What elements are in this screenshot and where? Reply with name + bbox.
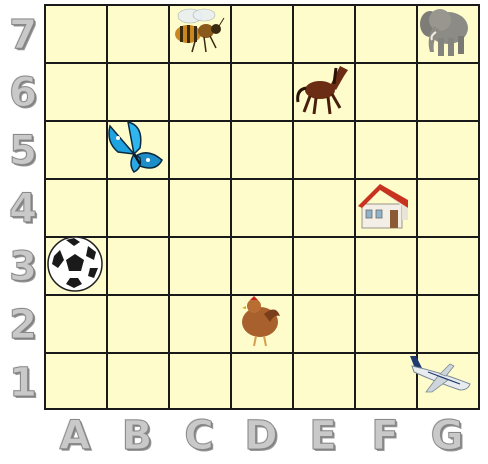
- row-label-6: 6: [4, 64, 42, 122]
- row-label-5: 5: [4, 122, 42, 180]
- airplane-icon: [410, 352, 472, 410]
- elephant-icon: [414, 2, 476, 60]
- column-label-b: B: [106, 412, 168, 460]
- row-label-4: 4: [4, 180, 42, 238]
- grid-line: [168, 6, 170, 408]
- grid-line: [46, 236, 478, 238]
- soccer-ball-icon: [44, 234, 106, 292]
- butterfly-icon: [104, 118, 166, 176]
- column-label-c: C: [168, 412, 230, 460]
- row-label-3: 3: [4, 238, 42, 296]
- grid-line: [106, 6, 108, 408]
- row-label-7: 7: [4, 6, 42, 64]
- grid-line: [46, 62, 478, 64]
- column-label-f: F: [354, 412, 416, 460]
- column-label-e: E: [292, 412, 354, 460]
- row-label-1: 1: [4, 354, 42, 412]
- column-label-a: A: [44, 412, 106, 460]
- grid-line: [416, 6, 418, 408]
- row-label-2: 2: [4, 296, 42, 354]
- column-label-g: G: [416, 412, 478, 460]
- house-icon: [352, 176, 414, 234]
- horse-icon: [290, 60, 352, 118]
- bee-icon: [166, 4, 228, 62]
- column-label-d: D: [230, 412, 292, 460]
- chicken-icon: [230, 292, 292, 350]
